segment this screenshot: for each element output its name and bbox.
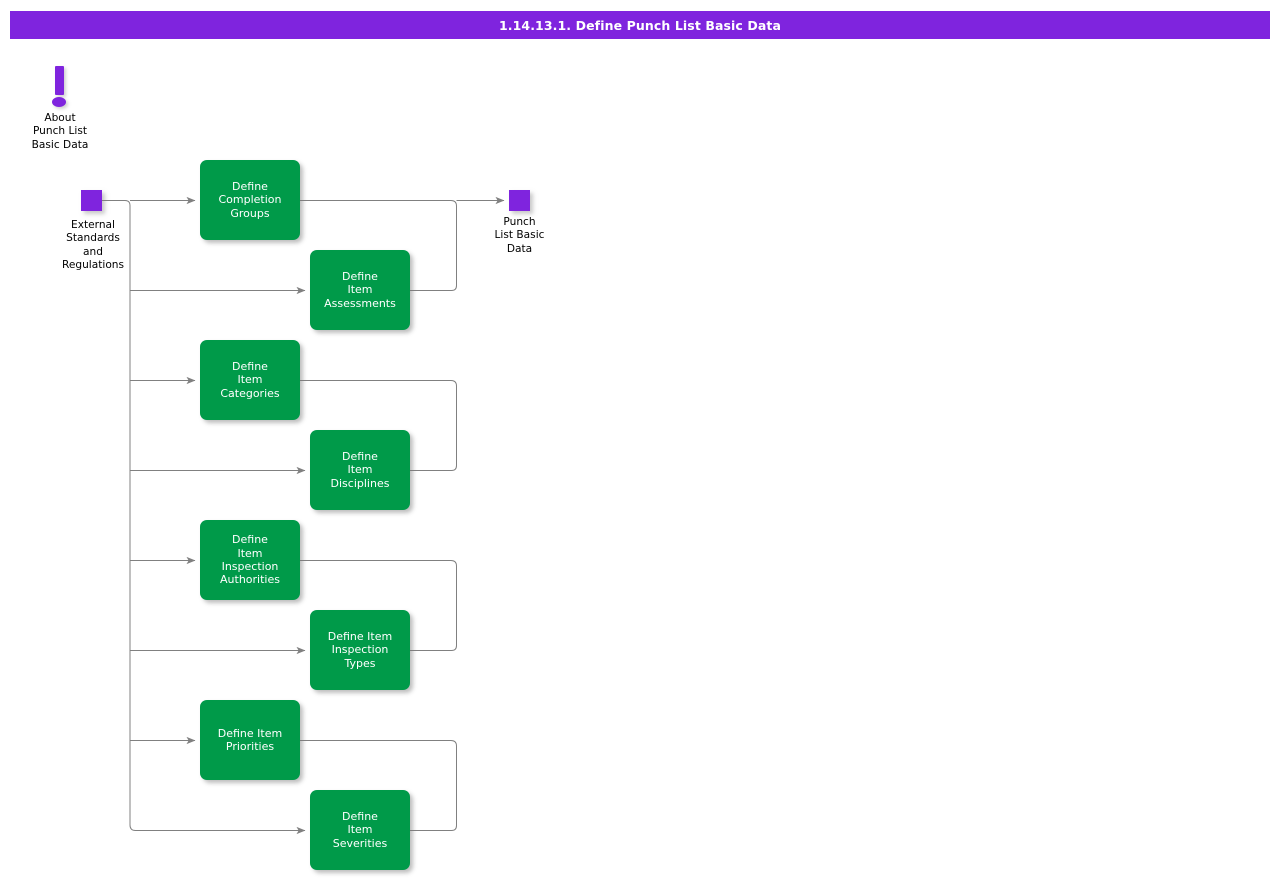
page-title: 1.14.13.1. Define Punch List Basic Data	[498, 17, 782, 33]
process-box-define-item-inspection-authorities[interactable]: Define Item Inspection Authorities	[200, 520, 300, 600]
process-label: Define Item Severities	[332, 809, 388, 850]
process-label: Define Item Assessments	[324, 269, 396, 310]
process-box-define-item-priorities[interactable]: Define Item Priorities	[200, 700, 300, 780]
process-box-define-item-severities[interactable]: Define Item Severities	[310, 790, 410, 870]
window-title-bar: 1.14.13.1. Define Punch List Basic Data	[10, 11, 1270, 39]
process-box-define-item-disciplines[interactable]: Define Item Disciplines	[310, 430, 410, 510]
punch-list-basic-data-node-label: Punch List Basic Data	[494, 216, 545, 255]
process-label: Define Item Disciplines	[330, 449, 390, 490]
external-standards-node-marker[interactable]	[81, 190, 102, 211]
process-label: Define Completion Groups	[218, 179, 282, 220]
process-box-define-completion-groups[interactable]: Define Completion Groups	[200, 160, 300, 240]
process-label: Define Item Inspection Types	[327, 629, 393, 670]
exclamation-icon	[55, 66, 64, 95]
process-label: Define Item Inspection Authorities	[220, 533, 280, 587]
external-standards-node-label: External Standards and Regulations	[61, 219, 125, 271]
process-label: Define Item Priorities	[217, 726, 283, 753]
about-note-label: About Punch List Basic Data	[31, 112, 89, 151]
process-label: Define Item Categories	[220, 359, 280, 400]
process-box-define-item-inspection-types[interactable]: Define Item Inspection Types	[310, 610, 410, 690]
exclamation-dot-icon	[52, 97, 66, 107]
process-box-define-item-assessments[interactable]: Define Item Assessments	[310, 250, 410, 330]
punch-list-basic-data-node-marker[interactable]	[509, 190, 530, 211]
process-box-define-item-categories[interactable]: Define Item Categories	[200, 340, 300, 420]
